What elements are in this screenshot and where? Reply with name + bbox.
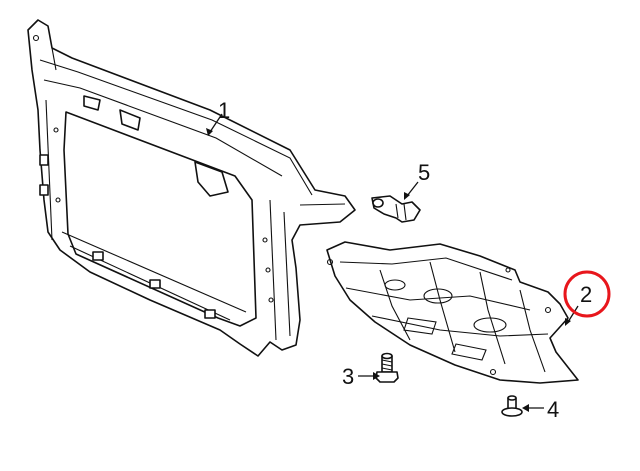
leader-2 — [565, 305, 579, 326]
callout-5[interactable]: 5 — [418, 160, 430, 185]
bolt-icon[interactable] — [375, 352, 399, 383]
radiator-support-frame-icon[interactable] — [27, 19, 356, 357]
retainer-clip-icon[interactable] — [371, 195, 421, 223]
engine-splash-shield-icon[interactable] — [326, 241, 579, 384]
leader-5 — [404, 181, 419, 200]
push-clip-icon[interactable] — [501, 395, 523, 417]
callout-1[interactable]: 1 — [218, 98, 230, 123]
callout-4[interactable]: 4 — [547, 397, 559, 422]
leader-4 — [522, 404, 544, 412]
callout-3[interactable]: 3 — [342, 364, 354, 389]
leader-1 — [206, 113, 223, 136]
leader-3 — [358, 372, 380, 380]
highlight-circle — [563, 270, 611, 318]
callout-2[interactable]: 2 — [580, 282, 592, 307]
